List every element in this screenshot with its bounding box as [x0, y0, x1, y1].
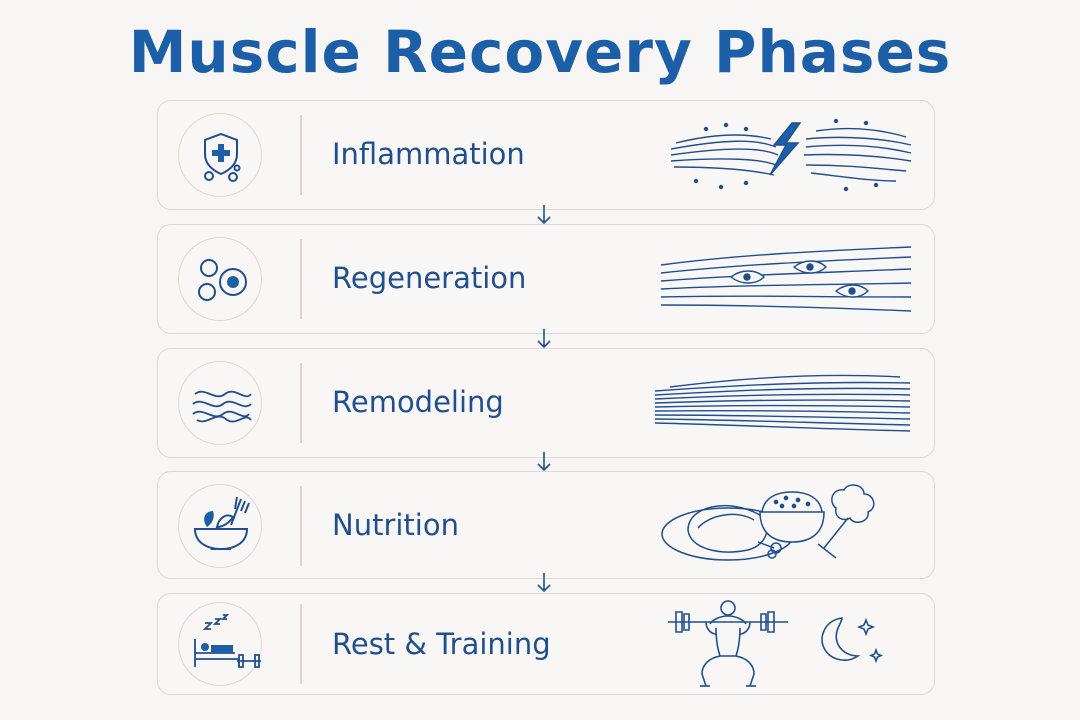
down-arrow-icon	[534, 571, 554, 595]
shield-cross-icon	[178, 113, 262, 197]
phase-card-rest-training: Rest & Training	[157, 593, 935, 695]
salad-bowl-fork-icon	[178, 484, 262, 568]
card-divider	[300, 115, 302, 195]
chicken-rice-broccoli-illustration	[658, 478, 886, 570]
page-title: Muscle Recovery Phases	[128, 18, 952, 86]
aligned-muscle-fibers-illustration	[650, 363, 916, 443]
phase-card-regeneration: Regeneration	[157, 224, 935, 334]
phase-label-inflammation: Inflammation	[332, 137, 525, 171]
phase-label-nutrition: Nutrition	[332, 508, 459, 542]
down-arrow-icon	[534, 450, 554, 474]
phase-label-regeneration: Regeneration	[332, 261, 527, 295]
phase-card-remodeling: Remodeling	[157, 348, 935, 458]
card-divider	[300, 363, 302, 443]
torn-muscle-fibers-illustration	[666, 109, 916, 201]
squat-lifter-and-moon-illustration	[662, 598, 894, 692]
cells-icon	[178, 237, 262, 321]
down-arrow-icon	[534, 327, 554, 351]
phase-card-nutrition: Nutrition	[157, 471, 935, 579]
muscle-fibers-with-cells-illustration	[656, 235, 916, 325]
phase-label-rest-training: Rest & Training	[332, 627, 551, 661]
phase-label-remodeling: Remodeling	[332, 385, 504, 419]
card-divider	[300, 604, 302, 684]
card-divider	[300, 239, 302, 319]
sleep-and-dumbbell-icon	[178, 602, 262, 686]
wavy-fibers-icon	[178, 361, 262, 445]
down-arrow-icon	[534, 203, 554, 227]
card-divider	[300, 486, 302, 566]
phase-card-inflammation: Inflammation	[157, 100, 935, 210]
